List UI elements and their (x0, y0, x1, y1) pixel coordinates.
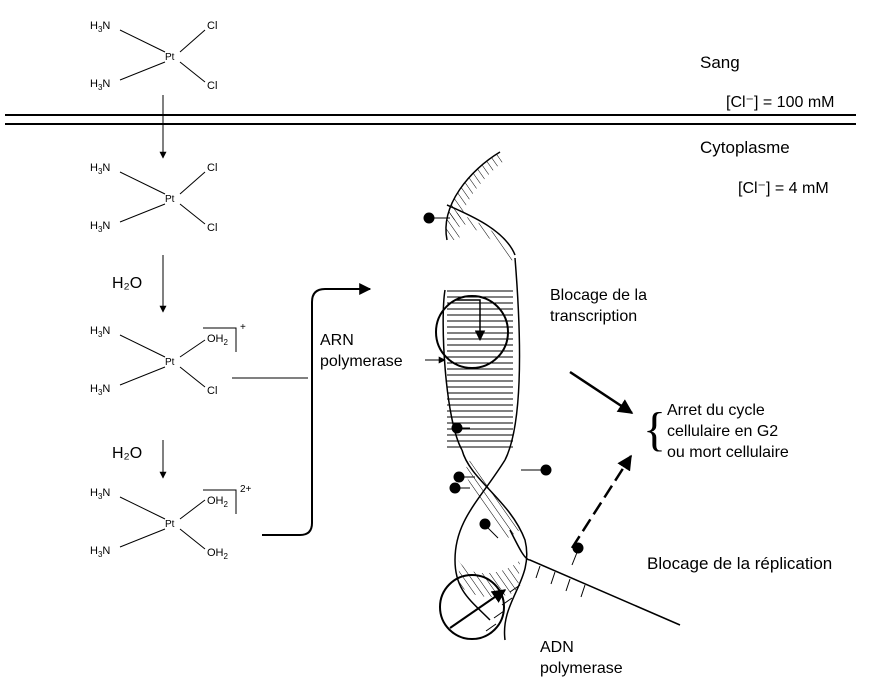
ligand-left-top: H3N (90, 487, 111, 502)
ligand-left-bottom: H3N (90, 545, 111, 560)
ligand-right-top: OH2 (207, 495, 228, 510)
complex-charge: 2+ (240, 484, 252, 495)
helix-top-hatch-2 (448, 210, 515, 262)
cytoplasm-chloride-concentration: [Cl⁻] = 4 mM (738, 180, 829, 197)
hydrolysis-step-2-label: H₂O (112, 445, 143, 462)
arrow-replication-to-outcome (570, 454, 633, 549)
dna-polymerase-label: ADN polymerase (540, 639, 623, 677)
dna-polymerase-circle (439, 574, 505, 640)
outcome-label: Arret du cycle cellulaire en G2 ou mort … (667, 402, 789, 461)
blood-chloride-concentration: [Cl⁻] = 100 mM (726, 94, 835, 111)
blood-label: Sang (700, 53, 740, 72)
pathway-line-di-aqua (262, 283, 372, 536)
platinum-atom: Pt (165, 357, 175, 368)
replication-block-label: Blocage de la réplication (647, 554, 833, 573)
platinum-atom: Pt (165, 52, 175, 63)
molecule-1-bonds (119, 29, 206, 83)
platinum-atom: Pt (165, 194, 175, 205)
transcription-block-label: Blocage de la transcription (550, 287, 647, 325)
rna-polymerase-circle (435, 295, 509, 369)
cytoplasm-label: Cytoplasme (700, 138, 790, 157)
molecule-2-bonds (119, 171, 206, 225)
ligand-right-bottom: Cl (207, 222, 218, 234)
complex-charge: + (240, 322, 246, 333)
ligand-right-bottom: OH2 (207, 547, 228, 562)
helix-low-hatch (458, 560, 520, 597)
dna-polymerase-arrow (449, 589, 507, 629)
bracket-molecule-3 (203, 327, 237, 352)
ligand-left-bottom: H3N (90, 78, 111, 93)
molecule-4-bonds (119, 496, 206, 550)
platinum-atom: Pt (165, 519, 175, 530)
ligand-left-top: H3N (90, 20, 111, 35)
arrow-transcription-to-outcome (569, 370, 634, 415)
bracket-molecule-4 (203, 489, 237, 514)
hydrolysis-step-1-label: H₂O (112, 275, 143, 292)
outcome-brace: { (643, 403, 667, 456)
ligand-right-bottom: Cl (207, 385, 218, 397)
ligand-right-bottom: Cl (207, 80, 218, 92)
rna-polymerase-label: ARN polymerase (320, 332, 403, 370)
molecule-3-bonds (119, 334, 206, 388)
ligand-left-bottom: H3N (90, 220, 111, 235)
ligand-left-top: H3N (90, 162, 111, 177)
replication-fork-ticks (485, 565, 586, 632)
ligand-right-top: Cl (207, 20, 218, 32)
replication-fork-strand (509, 529, 681, 626)
ligand-right-top: OH2 (207, 333, 228, 348)
dna-helix (423, 151, 681, 641)
ligand-left-top: H3N (90, 325, 111, 340)
ligand-right-top: Cl (207, 162, 218, 174)
helix-mid-hatch (465, 460, 520, 540)
ligand-left-bottom: H3N (90, 383, 111, 398)
transcription-direction-arrow (455, 299, 486, 342)
pt-adducts (423, 212, 584, 566)
